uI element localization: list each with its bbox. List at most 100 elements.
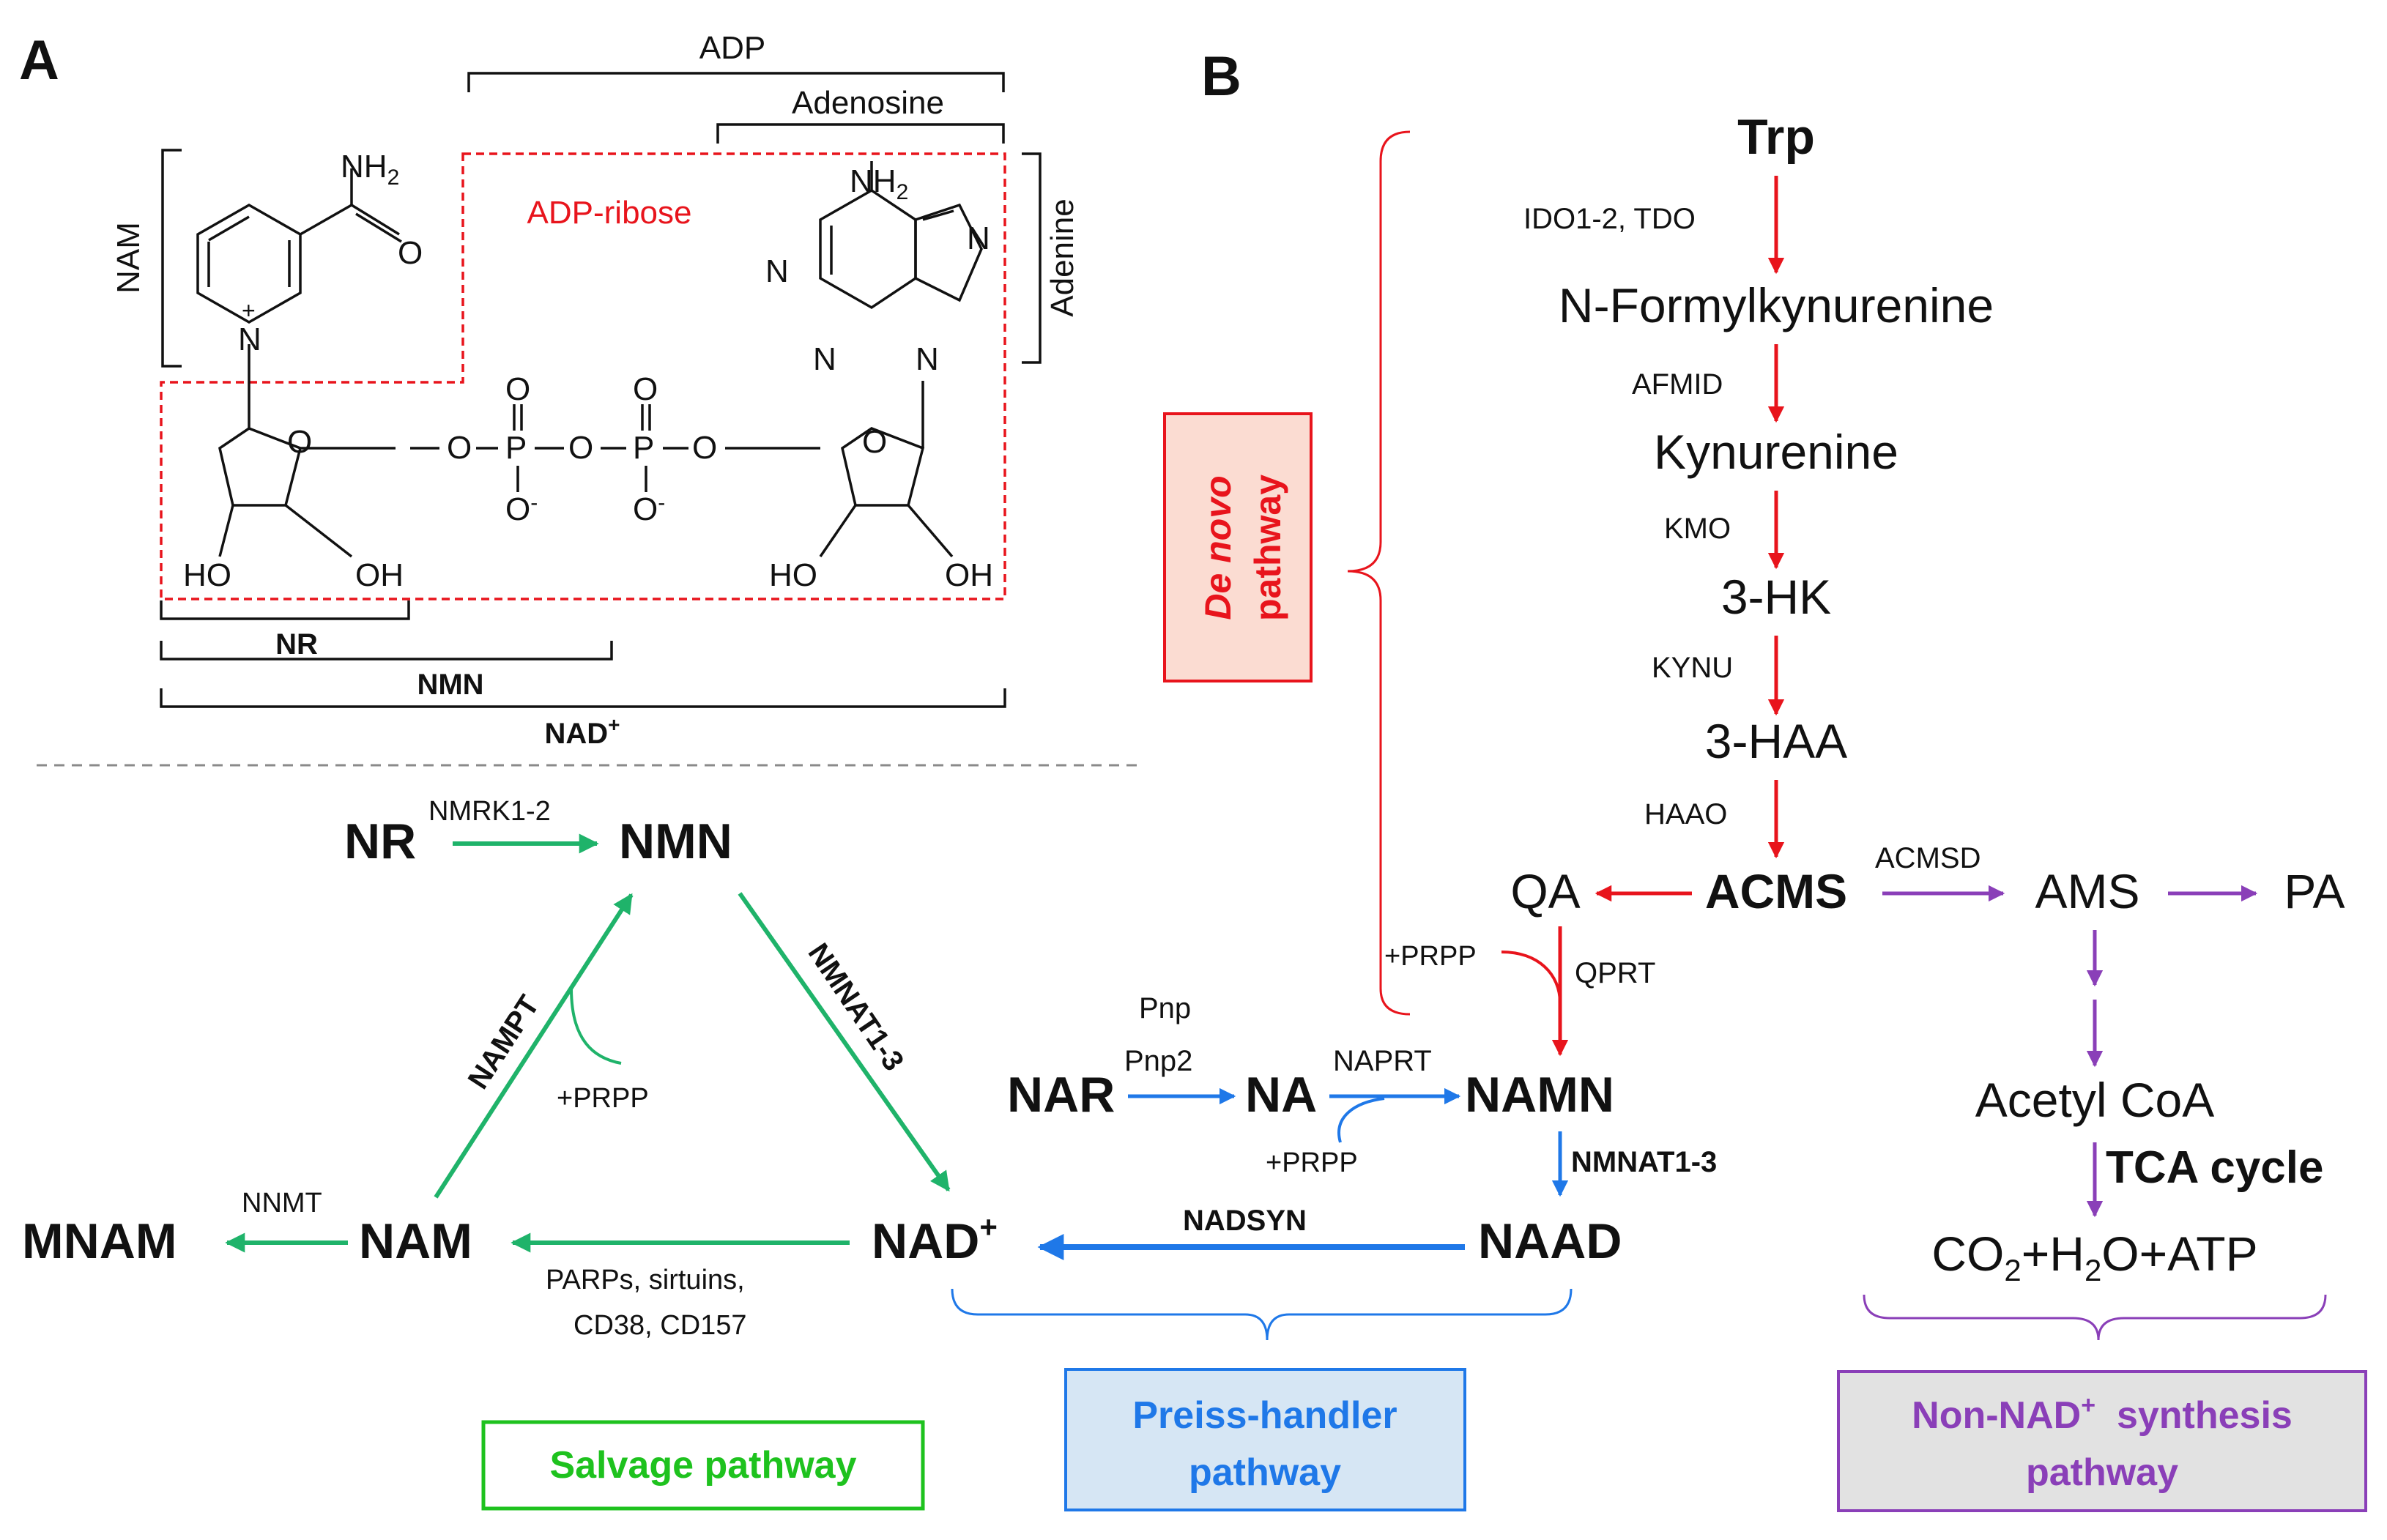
- nmn-bracket: [160, 641, 613, 661]
- adp-bracket: [467, 72, 1005, 92]
- nam-label: NAM: [111, 222, 146, 294]
- preiss-naad: NAAD: [1478, 1213, 1622, 1269]
- salvage-nnmt: NNMT: [242, 1188, 322, 1219]
- salvage-prpp: +PRPP: [557, 1083, 649, 1114]
- preiss-box-line1: Preiss-handler: [1132, 1394, 1397, 1437]
- preiss-nar: NAR: [1007, 1067, 1115, 1123]
- adenosine-label: Adenosine: [792, 85, 944, 121]
- salvage-nmrk: NMRK1-2: [428, 796, 551, 827]
- salvage-nmn: NMN: [619, 814, 732, 869]
- salvage-consumers-2: CD38, CD157: [573, 1310, 747, 1341]
- preiss-pnp: Pnp: [1139, 992, 1191, 1024]
- nonnad-pa: PA: [2284, 864, 2345, 918]
- nr-bracket: [160, 600, 410, 620]
- salvage-box-label: Salvage pathway: [549, 1444, 856, 1487]
- denovo-acms: ACMS: [1705, 864, 1847, 918]
- preiss-namn: NAMN: [1465, 1067, 1614, 1123]
- salvage-nad: NAD+: [872, 1210, 998, 1269]
- denovo-box-line2: pathway: [1247, 475, 1288, 621]
- non-nad-pathway: ACMSD AMS PA Acetyl CoA TCA cycle CO2+H2…: [1837, 842, 2367, 1512]
- preiss-prpp: +PRPP: [1266, 1147, 1358, 1178]
- nad-label: NAD+: [544, 713, 620, 750]
- denovo-prpp-curve: [1501, 951, 1562, 1004]
- nonnad-box: [1837, 1370, 2367, 1512]
- salvage-box: [481, 1420, 925, 1511]
- atom-o-bot1: O-: [505, 491, 538, 527]
- atom-ho-right: HO: [769, 557, 817, 593]
- de-novo-pathway: De novo pathway Trp IDO1-2, TDO N-Formyl…: [1163, 109, 1994, 1057]
- denovo-brace: [1347, 130, 1411, 1016]
- denovo-prpp: +PRPP: [1384, 941, 1477, 972]
- adenine-bracket: [1022, 152, 1042, 364]
- nmn-label: NMN: [417, 669, 483, 701]
- adp-label: ADP: [699, 30, 765, 66]
- salvage-nr: NR: [344, 814, 416, 869]
- salvage-pathway: NR NMN NMRK1-2 NMNAT1-3 NAMPT +PRPP MNAM…: [22, 796, 998, 1511]
- nad-bracket: [160, 688, 1006, 708]
- nonnad-co2: CO2+H2O+ATP: [1931, 1227, 2257, 1287]
- salvage-mnam: MNAM: [22, 1213, 177, 1269]
- denovo-trp: Trp: [1737, 109, 1815, 165]
- nonnad-ams: AMS: [2035, 864, 2139, 918]
- atom-oh-left: OH: [355, 557, 404, 593]
- arrow-nmn-nad: [738, 892, 951, 1192]
- salvage-nam: NAM: [359, 1213, 472, 1269]
- denovo-qa: QA: [1510, 864, 1580, 918]
- atom-o-link1: O: [447, 430, 472, 466]
- atom-o-top1: O: [505, 371, 530, 407]
- denovo-kmo: KMO: [1664, 513, 1731, 545]
- adenine-label: Adenine: [1044, 198, 1080, 316]
- salvage-consumers-1: PARPs, sirtuins,: [546, 1265, 745, 1295]
- preiss-na: NA: [1245, 1067, 1317, 1123]
- preiss-nadsyn: NADSYN: [1183, 1205, 1307, 1237]
- atom-n1: N: [765, 253, 789, 289]
- preiss-box: [1064, 1368, 1466, 1511]
- preiss-box-line2: pathway: [1189, 1451, 1341, 1494]
- atom-p1: P: [505, 430, 527, 466]
- nonnad-acetyl: Acetyl CoA: [1975, 1073, 2214, 1127]
- structure-labels: ADP Adenosine Adenine NAM NR NMN NAD+ AD…: [111, 30, 1080, 750]
- denovo-box-line1: De novo: [1198, 475, 1239, 620]
- panel-label-a: A: [19, 29, 59, 92]
- atom-o-ring-right: O: [862, 424, 887, 460]
- adp-ribose-outline: [160, 152, 1006, 600]
- nonnad-brace: [1863, 1294, 2327, 1341]
- denovo-kyn: Kynurenine: [1654, 425, 1898, 479]
- denovo-qprt: QPRT: [1575, 957, 1655, 989]
- atom-nh2-left: NH2: [341, 149, 399, 190]
- denovo-afmid: AFMID: [1632, 368, 1723, 401]
- nam-bracket: [161, 149, 182, 368]
- atom-plus: +: [242, 297, 256, 324]
- atom-o-link3: O: [692, 430, 717, 466]
- denovo-haao: HAAO: [1644, 798, 1727, 830]
- atom-p2: P: [633, 430, 654, 466]
- preiss-prpp-curve: [1337, 1097, 1385, 1143]
- denovo-hk: 3-HK: [1721, 570, 1831, 624]
- nr-label: NR: [275, 628, 318, 661]
- preiss-handler-pathway: NAR NA NAMN NAAD Pnp Pnp2 NAPRT +PRPP NM…: [951, 992, 1717, 1511]
- atom-o-link2: O: [568, 430, 593, 466]
- atom-o-ring-left: O: [287, 424, 312, 460]
- atom-o-top2: O: [633, 371, 658, 407]
- atom-nh2-right: NH2: [850, 163, 908, 204]
- atom-n2: N: [813, 341, 836, 377]
- nad-structure: [160, 72, 1042, 708]
- atom-n-plus: N: [238, 321, 261, 357]
- salvage-nampt: NAMPT: [462, 990, 546, 1095]
- preiss-nmnat: NMNAT1-3: [1571, 1146, 1717, 1178]
- denovo-nfk: N-Formylkynurenine: [1559, 278, 1994, 332]
- nonnad-box-line1: Non-NAD+ synthesis: [1912, 1391, 2293, 1437]
- denovo-haa: 3-HAA: [1705, 714, 1847, 768]
- preiss-pnp2: Pnp2: [1124, 1045, 1192, 1077]
- nonnad-tca: TCA cycle: [2106, 1142, 2324, 1193]
- denovo-ido: IDO1-2, TDO: [1523, 203, 1696, 235]
- panel-label-b: B: [1201, 45, 1241, 108]
- atom-o-amide: O: [398, 235, 423, 271]
- atom-o-bot2: O-: [633, 491, 665, 527]
- preiss-naprt: NAPRT: [1333, 1045, 1432, 1077]
- nonnad-box-line2: pathway: [2026, 1451, 2178, 1494]
- denovo-kynu: KYNU: [1652, 652, 1733, 684]
- adenosine-bracket: [716, 123, 1005, 144]
- denovo-box: [1163, 412, 1313, 682]
